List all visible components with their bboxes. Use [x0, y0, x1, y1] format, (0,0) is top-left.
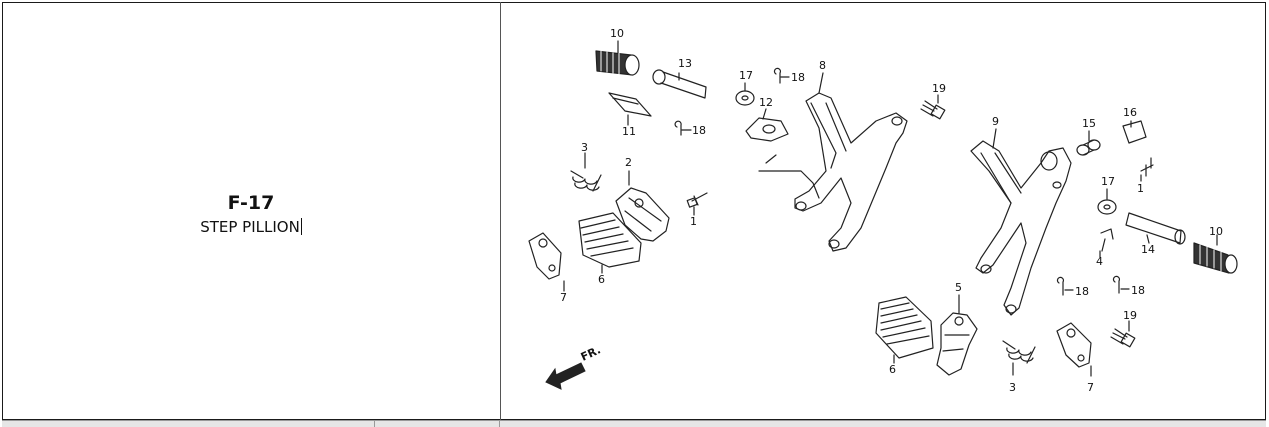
callout-18d: 18 — [1131, 284, 1145, 297]
exploded-diagram: FR. 10 13 17 18 8 19 11 18 12 9 15 16 3 … — [501, 3, 1265, 419]
callout-12: 12 — [759, 96, 773, 109]
front-direction-arrow — [545, 362, 586, 390]
callout-18b: 18 — [692, 124, 706, 137]
step-rubber-6-right — [875, 296, 934, 359]
part-code: F-17 — [227, 192, 275, 214]
callout-labels: 10 13 17 18 8 19 11 18 12 9 15 16 3 2 1 … — [560, 27, 1223, 394]
callout-2: 2 — [625, 156, 632, 169]
pin-14 — [1125, 212, 1186, 245]
footrest-rubber-10-left — [595, 50, 640, 76]
callout-7b: 7 — [1087, 381, 1094, 394]
step-rubber-6-left — [578, 212, 642, 268]
callout-6b: 6 — [889, 363, 896, 376]
callout-18a: 18 — [791, 71, 805, 84]
plate-7-right — [1056, 322, 1092, 368]
callout-4: 4 — [1096, 255, 1103, 268]
callout-11: 11 — [622, 125, 636, 138]
collar-15 — [1076, 139, 1101, 156]
next-row-edge — [2, 420, 1266, 427]
bolt-1-right — [1140, 157, 1154, 177]
callout-16: 16 — [1123, 106, 1137, 119]
callout-5: 5 — [955, 281, 962, 294]
footrest-2 — [615, 187, 670, 242]
bolt-1-left — [686, 192, 708, 208]
front-label: FR. — [579, 343, 603, 363]
callout-18c: 18 — [1075, 285, 1089, 298]
plate-7-left — [528, 232, 562, 280]
callout-6a: 6 — [598, 273, 605, 286]
part-name-line: STEP PILLION — [2, 218, 500, 236]
callout-10b: 10 — [1209, 225, 1223, 238]
part-name: STEP PILLION — [200, 218, 300, 236]
row-divider-a — [374, 421, 375, 427]
callout-19b: 19 — [1123, 309, 1137, 322]
clip-18-c — [1056, 276, 1074, 296]
callout-14: 14 — [1141, 243, 1155, 256]
clip-18-b — [773, 67, 790, 84]
washer-17-top — [735, 90, 755, 106]
text-cursor — [300, 218, 302, 235]
bolt-19-top — [920, 100, 946, 120]
spring-3-left — [570, 170, 602, 192]
callout-13: 13 — [678, 57, 692, 70]
clip-18-a — [674, 120, 692, 136]
bolt-4 — [1100, 228, 1114, 252]
footrest-5 — [936, 312, 978, 376]
clip-18-d — [1112, 275, 1130, 294]
part-info-cell: F-17 STEP PILLION — [2, 2, 501, 420]
washer-17-right — [1097, 199, 1117, 215]
callout-19a: 19 — [932, 82, 946, 95]
callout-10a: 10 — [610, 27, 624, 40]
callout-17a: 17 — [739, 69, 753, 82]
step-bracket-8 — [758, 92, 908, 252]
callout-8: 8 — [819, 59, 826, 72]
callout-9: 9 — [992, 115, 999, 128]
callout-7a: 7 — [560, 291, 567, 304]
row-divider-b — [499, 421, 500, 427]
spring-3-right — [1002, 340, 1036, 364]
bolt-19-bottom — [1110, 328, 1136, 348]
step-bracket-9 — [970, 140, 1072, 316]
callout-3a: 3 — [581, 141, 588, 154]
pin-13 — [652, 69, 707, 99]
footrest-rubber-10-right — [1193, 242, 1238, 274]
callout-3b: 3 — [1009, 381, 1016, 394]
callout-15: 15 — [1082, 117, 1096, 130]
bracket-12 — [745, 117, 789, 142]
callout-17b: 17 — [1101, 175, 1115, 188]
callout-1b: 1 — [1137, 182, 1144, 195]
callout-1a: 1 — [690, 215, 697, 228]
plate-11 — [608, 92, 652, 117]
pin-16 — [1122, 120, 1147, 144]
diagram-svg: FR. 10 13 17 18 8 19 11 18 12 9 15 16 3 … — [528, 27, 1238, 394]
